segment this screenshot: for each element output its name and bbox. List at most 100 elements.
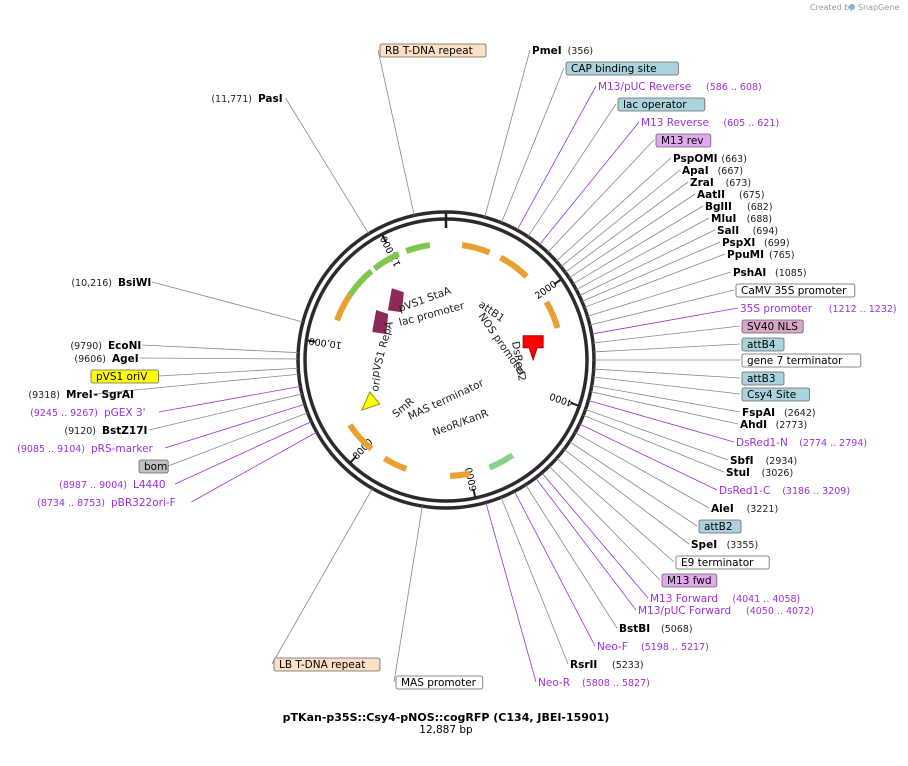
label-position: (3355): [727, 540, 759, 551]
label-primer: pBR322ori-F: [111, 497, 176, 509]
label-box: [379, 43, 487, 58]
label-position: (667): [718, 166, 744, 177]
label-position: (605 .. 621): [723, 118, 779, 129]
label-enzyme: EcoNI: [108, 340, 141, 352]
leader-line: [593, 368, 741, 379]
leader-line: [148, 393, 303, 431]
leader-line: [589, 289, 735, 326]
label-enzyme: AatII: [697, 189, 725, 201]
label-primer: Neo-R: [538, 677, 570, 689]
label-position: (688): [747, 214, 773, 225]
credit-text: Created by: [810, 3, 854, 12]
label-enzyme: PasI: [258, 93, 283, 105]
leader-line: [535, 477, 637, 611]
label-position: (1085): [775, 268, 807, 279]
inner-label: ori: [369, 377, 383, 393]
label-position: (9120): [64, 426, 96, 437]
leader-line: [527, 103, 617, 237]
label-enzyme: SpeI: [691, 539, 717, 551]
leader-line: [579, 229, 716, 296]
leader-line: [555, 157, 672, 262]
leader-line: [164, 403, 305, 449]
leader-line: [591, 385, 741, 413]
leader-line: [579, 423, 718, 491]
label-enzyme: ZraI: [690, 177, 714, 189]
feature-arc: [347, 423, 374, 452]
leader-line: [591, 307, 739, 335]
label-pink: SV40 NLS: [747, 321, 798, 333]
leader-line: [556, 457, 675, 563]
label-position: (694): [753, 226, 779, 237]
label-position: (9245 .. 9267): [30, 408, 98, 419]
leader-line: [158, 367, 299, 377]
label-position: (673): [726, 178, 752, 189]
leader-line: [516, 85, 597, 231]
leader-line: [541, 472, 649, 599]
label-position: (2642): [784, 408, 816, 419]
tick-label: 2000: [533, 279, 559, 302]
leader-line: [271, 488, 373, 665]
plasmid-length: 12,887 bp: [419, 724, 473, 736]
feature-arc: [372, 251, 401, 271]
label-position: (3186 .. 3209): [782, 486, 850, 497]
label-position: (3221): [747, 504, 779, 515]
leader-line: [568, 193, 696, 279]
label-position: (765): [769, 250, 795, 261]
leader-line: [585, 409, 729, 461]
leader-line: [547, 139, 655, 253]
label-blue: lac operator: [623, 99, 687, 111]
label-enzyme: BglII: [705, 201, 732, 213]
label-extra: - SgrAI: [94, 389, 134, 401]
label-box: [395, 675, 484, 690]
tick-label: 4000: [548, 390, 574, 408]
leader-line: [592, 376, 741, 395]
leader-lines: [93, 49, 741, 683]
label-enzyme: PpuMI: [727, 249, 764, 261]
label-position: (2774 .. 2794): [799, 438, 867, 449]
label-enzyme: StuI: [726, 467, 750, 479]
tick-mark: [570, 402, 580, 407]
leader-line: [569, 441, 698, 527]
label-box: [90, 369, 159, 384]
feature-arc: [461, 242, 491, 256]
leader-line: [500, 497, 569, 665]
label-enzyme: PspXI: [722, 237, 755, 249]
label-position: (2934): [766, 456, 798, 467]
leader-line: [191, 431, 317, 503]
label-white: MAS promoter: [401, 677, 477, 689]
tick-mark: [472, 488, 477, 499]
label-position: (2773): [776, 420, 808, 431]
label-primer: 35S promoter: [740, 303, 813, 315]
label-box: [138, 459, 169, 474]
label-position: (675): [739, 190, 765, 201]
repa-arrow: [372, 310, 389, 334]
label-box: [741, 319, 804, 334]
feature-arc: [488, 452, 515, 471]
feature-arc: [498, 254, 529, 279]
plasmid-title: pTKan-p35S::Csy4-pNOS::cogRFP (C134, JBE…: [283, 711, 610, 724]
leader-line: [525, 484, 618, 629]
leader-line: [538, 121, 640, 246]
label-position: (356): [568, 46, 594, 57]
leader-line: [581, 241, 721, 302]
leader-line: [574, 432, 710, 509]
repa-arrow: [387, 288, 404, 313]
label-primer: M13/pUC Reverse: [598, 81, 691, 93]
tick-mark: [553, 278, 563, 286]
leader-line: [377, 49, 415, 216]
label-enzyme: AgeI: [112, 353, 139, 365]
label-position: (10,216): [71, 278, 112, 289]
leader-line: [583, 414, 725, 473]
leader-line: [139, 357, 299, 360]
label-enzyme: MreI: [66, 389, 93, 401]
label-enzyme: RsrII: [570, 659, 597, 671]
label-orange: RB T-DNA repeat: [385, 45, 473, 57]
leader-line: [393, 506, 423, 683]
label-box: [655, 133, 712, 148]
leader-line: [584, 253, 726, 308]
label-white: CaMV 35S promoter: [741, 285, 847, 297]
leader-line: [560, 169, 681, 268]
label-position: (9318): [28, 390, 60, 401]
label-enzyme: AleI: [711, 503, 734, 515]
